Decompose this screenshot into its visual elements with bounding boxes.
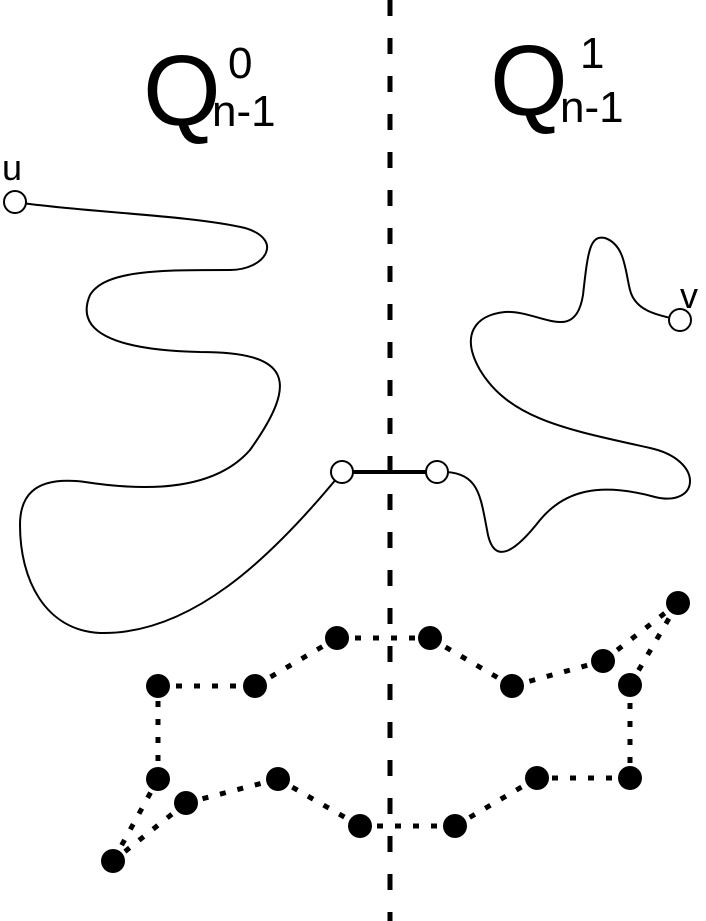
left-subcube-base: Q <box>143 35 221 147</box>
right-subcube-base: Q <box>490 25 568 137</box>
dotted-edge <box>111 801 188 863</box>
cycle-vertex <box>443 814 467 838</box>
cycle-vertex <box>618 766 642 790</box>
cycle-vertex <box>146 767 170 791</box>
right-path-curve <box>436 236 691 553</box>
cycle-vertex <box>101 849 125 873</box>
right-subcube-superscript: 1 <box>580 29 604 78</box>
left-subcube-superscript: 0 <box>228 39 252 88</box>
crossing-vertex-left <box>330 460 354 484</box>
dotted-edge <box>185 776 279 806</box>
vertex-u-label: u <box>2 147 22 188</box>
dotted-edge <box>453 775 539 829</box>
left-subcube-subscript: n-1 <box>212 87 276 136</box>
cycle-vertex <box>146 674 170 698</box>
cycle-vertex <box>618 673 642 697</box>
crossing-vertex-right <box>425 460 449 484</box>
dotted-edge <box>601 601 680 663</box>
cycle-vertex <box>266 767 290 791</box>
left-subcube-label: Q 0 n-1 <box>143 35 276 147</box>
vertex-v <box>668 308 692 332</box>
cycle-vertex <box>418 626 442 650</box>
vertex-u <box>3 190 27 214</box>
cycle-vertex <box>243 674 267 698</box>
left-path-curve <box>14 201 343 635</box>
dotted-edge <box>253 635 339 689</box>
dotted-edge <box>276 776 362 829</box>
dotted-edge <box>428 635 514 689</box>
cycle-vertex <box>500 674 524 698</box>
vertex-v-label: v <box>680 275 698 316</box>
cycle-vertex <box>348 814 372 838</box>
cycle-vertex <box>666 591 690 615</box>
cycle-vertices <box>101 591 690 873</box>
dotted-edge <box>627 601 681 687</box>
cycle-vertex <box>174 791 198 815</box>
cycle-vertex <box>591 649 615 673</box>
cycle-vertex <box>525 766 549 790</box>
dotted-edge <box>110 777 161 863</box>
right-subcube-label: Q 1 n-1 <box>490 25 624 137</box>
cycle-vertex <box>325 626 349 650</box>
dotted-cycle-edges <box>110 601 681 863</box>
right-subcube-subscript: n-1 <box>560 83 624 132</box>
dotted-edge <box>511 658 604 689</box>
